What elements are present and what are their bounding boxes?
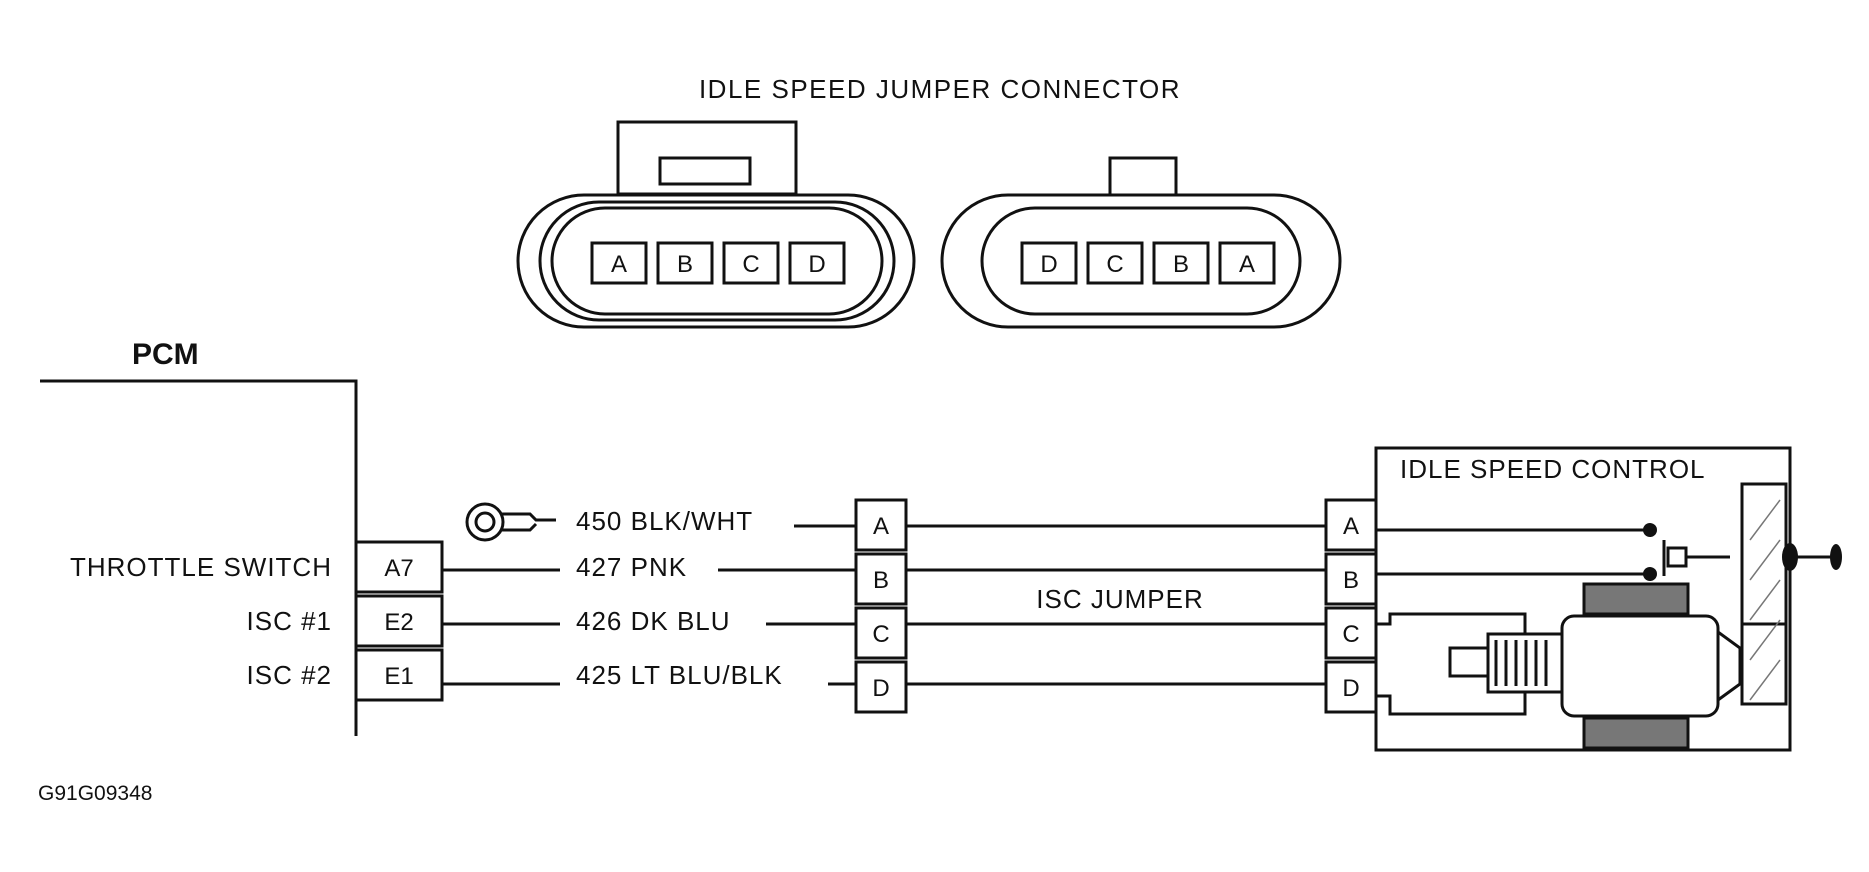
connector-right-pin-label: C (1106, 251, 1123, 278)
isc-end-plate (1740, 482, 1788, 706)
pcm-wires (442, 524, 856, 686)
end-plate-hatch (1749, 499, 1781, 541)
connector-left-pin-4 (788, 241, 846, 285)
isc-housing (1374, 446, 1792, 752)
pcm-terminal-label: E2 (384, 609, 413, 636)
motor-magnet-bottom (1582, 716, 1690, 750)
switch-contact-b (1643, 567, 1657, 581)
end-plate-hatch (1749, 619, 1781, 661)
connector-left-inner-ring (538, 200, 896, 322)
connector-right-key (1108, 156, 1178, 200)
ground-ring-terminal (465, 502, 556, 542)
connector-left-pin-2 (656, 241, 714, 285)
connector-left-pin-label: C (742, 251, 759, 278)
wire-label: 427 PNK (576, 552, 687, 582)
isc-connector-pin-label: B (1343, 567, 1359, 594)
isc-pin-collar (1782, 543, 1798, 571)
diagram-title: IDLE SPEED JUMPER CONNECTOR (699, 74, 1181, 104)
end-plate-hatch (1749, 659, 1781, 701)
isc-jumper-label: ISC JUMPER (1036, 584, 1203, 614)
connector-left-pin-label: D (808, 251, 825, 278)
middle-connector-pin (854, 498, 908, 552)
connector-right-pin-label: D (1040, 251, 1057, 278)
middle-connector-pin (854, 606, 908, 660)
middle-connector: A B C D (854, 498, 908, 714)
jumper-connector-right: D C B A (940, 156, 1342, 329)
idle-speed-control-assembly: IDLE SPEED CONTROL (1374, 446, 1842, 752)
circuit-name: ISC #1 (247, 606, 333, 636)
connector-left-pin-3 (722, 241, 780, 285)
connector-right-pin-label: B (1173, 251, 1189, 278)
connector-left-inner (550, 206, 884, 316)
middle-connector-pin (854, 660, 908, 714)
connector-right-pin-1 (1020, 241, 1078, 285)
middle-connector-pin (854, 552, 908, 606)
jumper-wires (906, 524, 1326, 686)
motor-magnet-top (1582, 582, 1690, 616)
switch-contact-a (1643, 523, 1657, 537)
pcm-terminal-label: E1 (384, 663, 413, 690)
ring-terminal-inner (474, 511, 496, 533)
pcm-terminal-label: A7 (384, 555, 413, 582)
pcm-terminal-e1 (354, 648, 444, 702)
isc-connector-pin (1324, 606, 1378, 660)
wire-label: 425 LT BLU/BLK (576, 660, 783, 690)
motor-body (1560, 614, 1720, 718)
middle-connector-pin-label: D (872, 675, 889, 702)
isc-connector: A B C D (1324, 498, 1378, 714)
connector-right-pin-2 (1086, 241, 1144, 285)
ring-terminal-tab (500, 512, 556, 532)
connector-left-pin-label: B (677, 251, 693, 278)
pcm-module: PCM A7 E2 E1 THROTTLE SWITCH ISC #1 ISC … (40, 338, 444, 736)
isc-connector-pin-label: C (1342, 621, 1359, 648)
wire-label: 426 DK BLU (576, 606, 731, 636)
connector-right-pin-3 (1152, 241, 1210, 285)
motor-shaft-end (1448, 646, 1492, 678)
connector-right-pin-4 (1218, 241, 1276, 285)
connector-right-pin-label: A (1239, 251, 1255, 278)
middle-connector-pin-label: B (873, 567, 889, 594)
connector-left-pin-1 (590, 241, 648, 285)
isc-label: IDLE SPEED CONTROL (1400, 454, 1706, 484)
circuit-name: THROTTLE SWITCH (70, 552, 332, 582)
end-plate-hatch (1749, 539, 1781, 581)
pcm-label: PCM (132, 338, 199, 371)
connector-left-latch-slot (658, 156, 752, 186)
end-plate-hatch (1749, 579, 1781, 621)
circuit-name: ISC #2 (247, 660, 333, 690)
isc-connector-pin-label: A (1343, 513, 1359, 540)
middle-connector-pin-label: C (872, 621, 889, 648)
isc-connector-pin-label: D (1342, 675, 1359, 702)
motor-nose (1717, 630, 1742, 702)
pcm-terminal-e2 (354, 594, 444, 648)
connector-right-inner (980, 206, 1302, 316)
wire-label: 450 BLK/WHT (576, 506, 753, 536)
pcm-terminal-a7 (354, 540, 444, 594)
jumper-connector-left: A B C D (516, 120, 916, 329)
isc-pin-head (1830, 544, 1842, 570)
isc-connector-pin (1324, 660, 1378, 714)
connector-left-pin-label: A (611, 251, 627, 278)
figure-id: G91G09348 (38, 782, 152, 805)
middle-connector-pin-label: A (873, 513, 889, 540)
connector-left-shell (516, 193, 916, 329)
switch-plunger (1666, 546, 1688, 568)
ring-terminal-outer (465, 502, 505, 542)
